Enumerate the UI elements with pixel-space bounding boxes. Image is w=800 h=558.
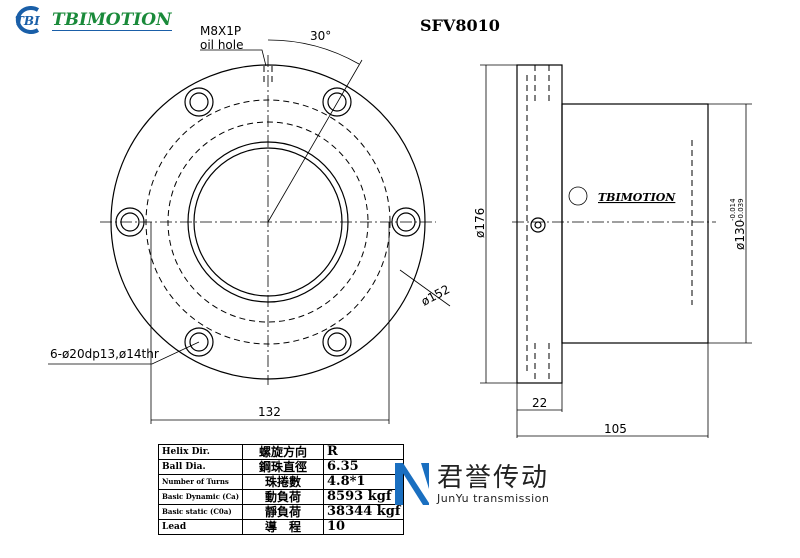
tbi-badge-icon: TBI <box>15 6 40 34</box>
bolt-holes <box>115 87 421 357</box>
angle-label: 30° <box>310 29 331 43</box>
bolt-hole <box>184 327 214 357</box>
bolt-hole <box>115 207 145 237</box>
flange-dia-label: ø176 <box>473 208 487 238</box>
svg-text:TBIMOTION: TBIMOTION <box>598 191 676 204</box>
junyu-logo: 君誉传动 JunYu transmission <box>395 463 549 505</box>
oil-hole-leader <box>200 49 267 67</box>
svg-text:-0.014: -0.014 <box>729 198 737 221</box>
angle-arc <box>267 39 360 65</box>
bolt-hole <box>322 327 352 357</box>
svg-text:TBI: TBI <box>15 14 40 28</box>
mounting-holes-label: 6-ø20dp13,ø14thr <box>50 347 159 361</box>
oil-hole-spec: M8X1P <box>200 24 241 38</box>
junyu-cn: 君誉传动 <box>437 462 550 493</box>
bolt-circle-label: ø152 <box>419 282 452 309</box>
flange-thickness-label: 22 <box>532 396 547 410</box>
bolt-hole <box>322 87 352 117</box>
engraved-logo: TBIMOTION <box>568 186 676 206</box>
tbi-logo: TBI TBIMOTION <box>8 6 172 34</box>
side-view: TBIMOTION ø176 ø130 -0.014 -0.039 22 105 <box>473 64 752 438</box>
width-label: 132 <box>258 405 281 419</box>
front-view: M8X1P oil hole 30° ø152 6-ø20dp13,ø14thr… <box>48 24 452 424</box>
brand-name: TBIMOTION <box>52 9 172 31</box>
model-title: SFV8010 <box>420 16 500 35</box>
junyu-mark-icon <box>395 463 429 505</box>
body-side <box>561 103 709 344</box>
body-dia-label: ø130 <box>733 220 747 250</box>
bolt-hole <box>184 87 214 117</box>
bolt-hole <box>391 207 421 237</box>
flange-side <box>516 64 563 384</box>
length-label: 105 <box>604 422 627 436</box>
oil-hole-label: oil hole <box>200 38 244 52</box>
oil-hole-side-icon <box>530 217 546 233</box>
oil-hole-icon <box>263 66 273 82</box>
junyu-en: JunYu transmission <box>437 491 550 505</box>
svg-text:-0.039: -0.039 <box>737 198 745 221</box>
